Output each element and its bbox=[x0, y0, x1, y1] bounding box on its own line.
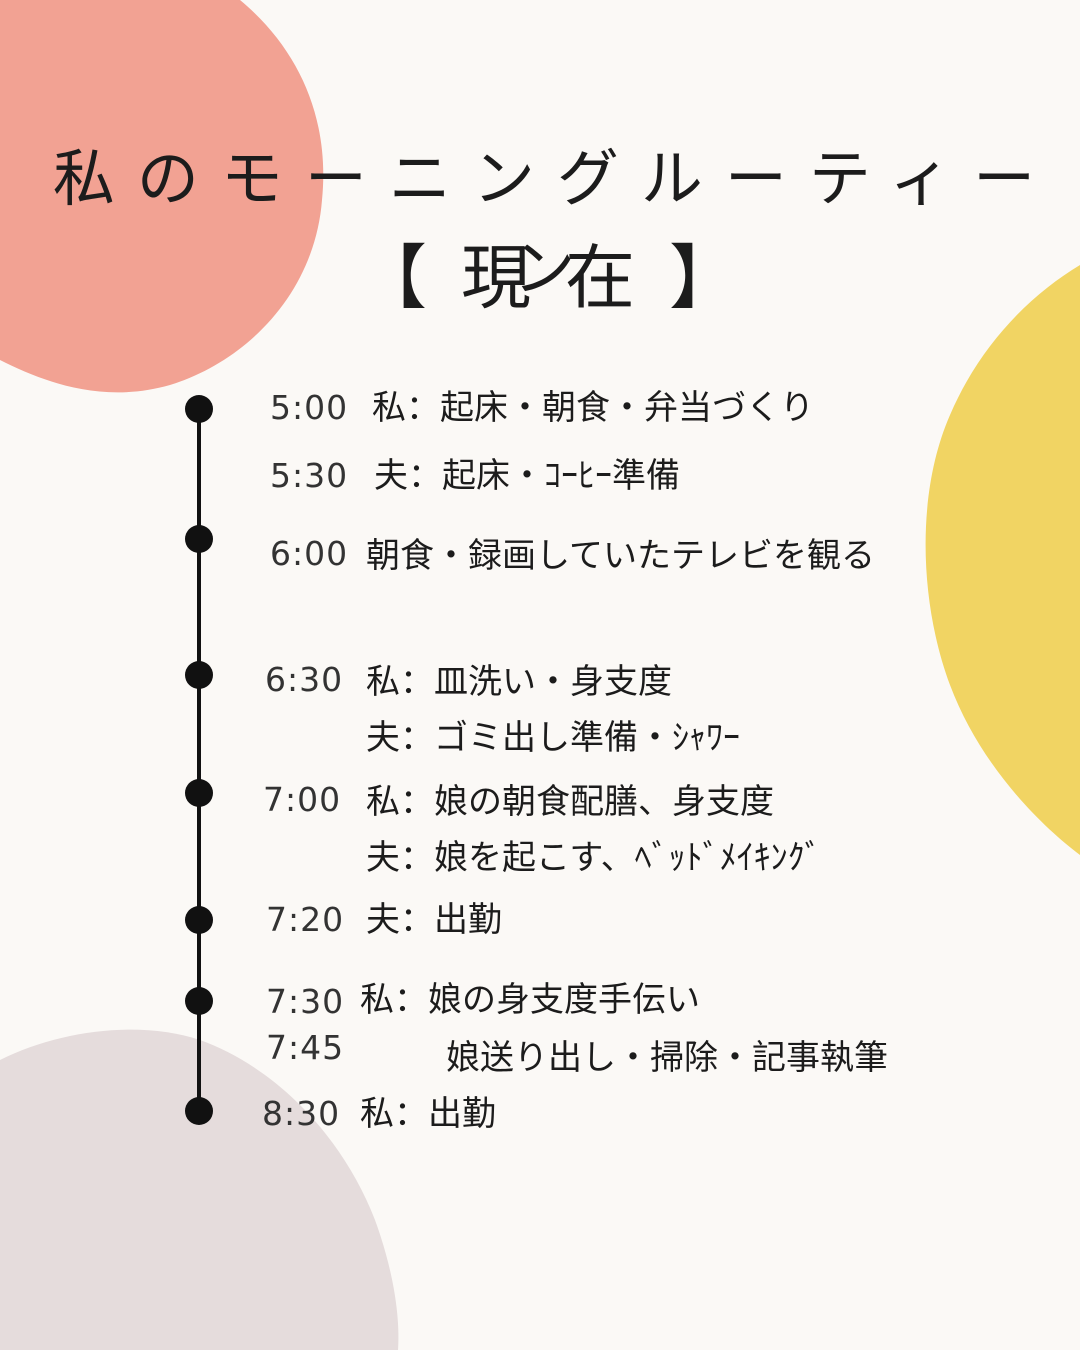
schedule-text: 夫：起床・ｺｰﾋｰ準備 bbox=[374, 456, 680, 496]
schedule-text: 朝食・録画していたテレビを観る bbox=[366, 536, 875, 576]
timeline-dot bbox=[185, 779, 213, 807]
schedule-text: 私：娘の朝食配膳、身支度 bbox=[366, 782, 774, 822]
schedule-text: 私：娘の身支度手伝い bbox=[360, 980, 700, 1020]
time-label: 7:30 bbox=[266, 982, 345, 1021]
timeline-dot bbox=[185, 661, 213, 689]
time-label: 7:20 bbox=[266, 900, 345, 939]
schedule-text: 私：出勤 bbox=[360, 1094, 496, 1134]
time-label: 5:30 bbox=[270, 456, 349, 495]
schedule-text: 私：起床・朝食・弁当づくり bbox=[372, 388, 814, 428]
page-subtitle: 【現在】 bbox=[357, 237, 773, 319]
timeline-dot bbox=[185, 906, 213, 934]
time-label: 8:30 bbox=[262, 1094, 341, 1133]
time-label: 7:45 bbox=[266, 1028, 345, 1067]
schedule-text: 私：皿洗い・身支度 bbox=[366, 662, 672, 702]
page-title: 私のモーニングルーティーン bbox=[52, 142, 1058, 305]
schedule-text: 夫：ゴミ出し準備・ｼｬﾜｰ bbox=[366, 718, 740, 758]
timeline-dot bbox=[185, 395, 213, 423]
mauve-blob bbox=[0, 1029, 399, 1350]
coral-blob bbox=[0, 0, 324, 393]
time-label: 5:00 bbox=[270, 388, 349, 427]
timeline-dot bbox=[185, 987, 213, 1015]
time-label: 6:30 bbox=[265, 660, 344, 699]
timeline-line bbox=[197, 408, 201, 1113]
yellow-blob bbox=[925, 265, 1080, 855]
schedule-text: 娘送り出し・掃除・記事執筆 bbox=[446, 1038, 888, 1078]
schedule-text: 夫：出勤 bbox=[366, 900, 502, 940]
time-label: 6:00 bbox=[270, 534, 349, 573]
timeline-dot bbox=[185, 525, 213, 553]
time-label: 7:00 bbox=[263, 780, 342, 819]
schedule-text: 夫：娘を起こす、ﾍﾞｯﾄﾞﾒｲｷﾝｸﾞ bbox=[366, 838, 822, 878]
timeline-dot bbox=[185, 1097, 213, 1125]
